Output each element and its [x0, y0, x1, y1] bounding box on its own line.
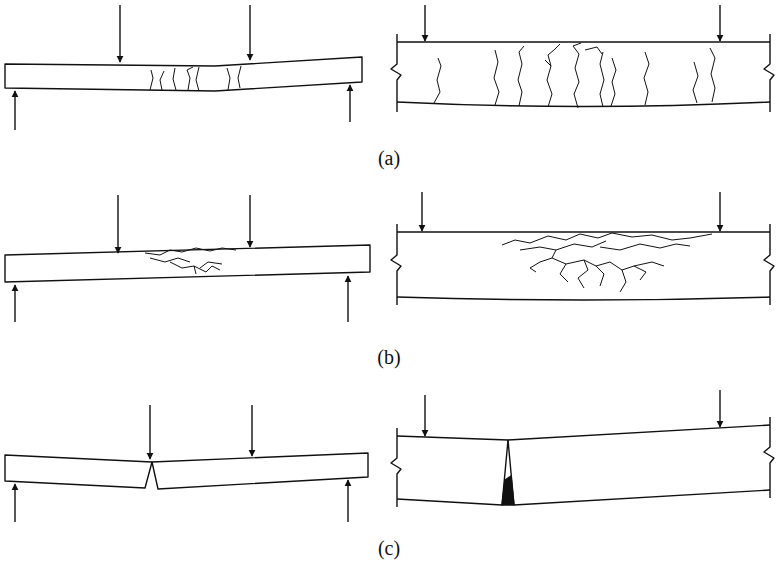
load-arrow: [719, 5, 720, 41]
beam-edge: [397, 231, 770, 232]
flexure-crack: [150, 66, 241, 91]
break-mark: [391, 428, 401, 507]
crushed-zone: [502, 476, 514, 505]
crushing-crack: [145, 248, 236, 274]
load-arrow: [424, 395, 425, 436]
load-arrow: [719, 390, 720, 427]
support-arrow: [14, 285, 15, 322]
beam-edge: [397, 41, 770, 42]
break-mark: [764, 417, 774, 498]
beam-segment: [5, 455, 152, 488]
load-arrow: [424, 5, 425, 41]
support-arrow: [347, 276, 348, 322]
load-arrow: [119, 5, 120, 62]
panel-label: (c): [376, 537, 402, 560]
beam-edge: [397, 297, 770, 300]
beam-body: [5, 57, 362, 91]
support-arrow: [349, 85, 350, 122]
load-arrow: [421, 192, 422, 231]
break-mark: [391, 224, 401, 305]
load-arrow: [719, 192, 720, 231]
load-arrow: [249, 195, 250, 247]
load-arrow: [149, 405, 150, 459]
panel-label: (a): [376, 147, 402, 170]
load-arrow: [251, 405, 252, 456]
crushing-crack: [502, 233, 712, 292]
break-mark: [764, 224, 774, 305]
beam-body: [5, 245, 370, 282]
break-mark: [764, 34, 774, 112]
beam-segment: [152, 453, 368, 489]
support-arrow: [347, 480, 348, 522]
load-arrow: [117, 195, 118, 253]
beam-segment: [508, 425, 770, 505]
break-mark: [391, 34, 401, 112]
panel-label: (b): [375, 346, 402, 369]
beam-edge: [397, 102, 770, 107]
support-arrow: [14, 484, 15, 522]
load-arrow: [249, 5, 250, 60]
support-arrow: [14, 91, 15, 130]
flexure-crack: [434, 43, 715, 108]
beam-segment: [397, 436, 508, 505]
